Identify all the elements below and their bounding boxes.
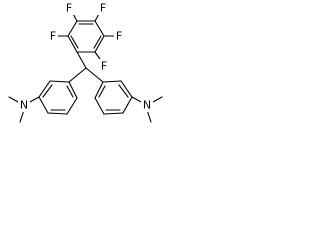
nitrogen-atom-label: N: [143, 99, 151, 112]
left-phenyl-double-bond: [66, 85, 74, 98]
left-phenyl-ring-bond: [38, 80, 51, 98]
pentafluorophenyl-ring-bond: [94, 20, 105, 37]
pentafluorophenyl-ring-bond: [67, 35, 78, 53]
central-carbon-bond: [76, 51, 87, 69]
left-phenyl-ring-bond: [49, 80, 70, 83]
right-phenyl-ring-bond: [120, 80, 133, 98]
label-mask: [141, 98, 153, 112]
pentafluorophenyl-ring-bond: [67, 20, 78, 37]
right-phenyl-ring-bond: [94, 81, 104, 99]
right-phenyl-double-bond: [98, 85, 106, 98]
central-carbon-bond: [85, 67, 104, 83]
fluorine-label-left: F: [48, 29, 58, 43]
fluorine-atom-label: F: [66, 2, 72, 15]
bond-lines: [8, 11, 163, 123]
fluorine-label-upper-right: F: [98, 1, 108, 15]
pentafluorophenyl-double-bond: [93, 35, 102, 49]
fluorine-atom-label: F: [50, 30, 56, 43]
central-carbon-bond: [68, 67, 87, 83]
right-phenyl-ring-bond: [122, 96, 133, 114]
nitrogen-atom-label: N: [20, 99, 28, 112]
nitrogen-label-left: N: [18, 98, 30, 112]
chemical-structure-diagram: F F F F F N N: [8, 1, 163, 123]
right-phenyl-double-bond: [118, 84, 129, 98]
left-phenyl-ring-bond: [66, 97, 78, 115]
right-phenyl-ring-bond: [94, 97, 105, 115]
left-phenyl-ring-bond: [68, 81, 78, 99]
nitrogen-label-right: N: [141, 98, 153, 112]
label-mask: [18, 98, 30, 112]
left-phenyl-ring-bond: [38, 96, 49, 114]
fluorine-label-lower-right: F: [99, 59, 109, 73]
label-mask: [99, 59, 109, 73]
fluorine-atom-label: F: [101, 60, 107, 73]
label-mask: [48, 29, 58, 43]
atom-labels: F F F F F N N: [18, 1, 153, 112]
right-phenyl-ring-bond: [103, 112, 124, 115]
label-mask: [64, 1, 74, 15]
label-mask: [114, 29, 124, 43]
label-mask: [98, 1, 108, 15]
left-phenyl-double-bond: [42, 84, 53, 98]
fluorine-label-upper-left: F: [64, 1, 74, 15]
right-phenyl-ring-bond: [102, 80, 122, 83]
fluorine-label-right: F: [114, 29, 124, 43]
pentafluorophenyl-ring-bond: [94, 35, 105, 53]
fluorine-atom-label: F: [116, 30, 122, 43]
pentafluorophenyl-double-bond: [70, 35, 79, 49]
left-phenyl-ring-bond: [47, 112, 68, 115]
fluorine-atom-label: F: [100, 2, 106, 15]
